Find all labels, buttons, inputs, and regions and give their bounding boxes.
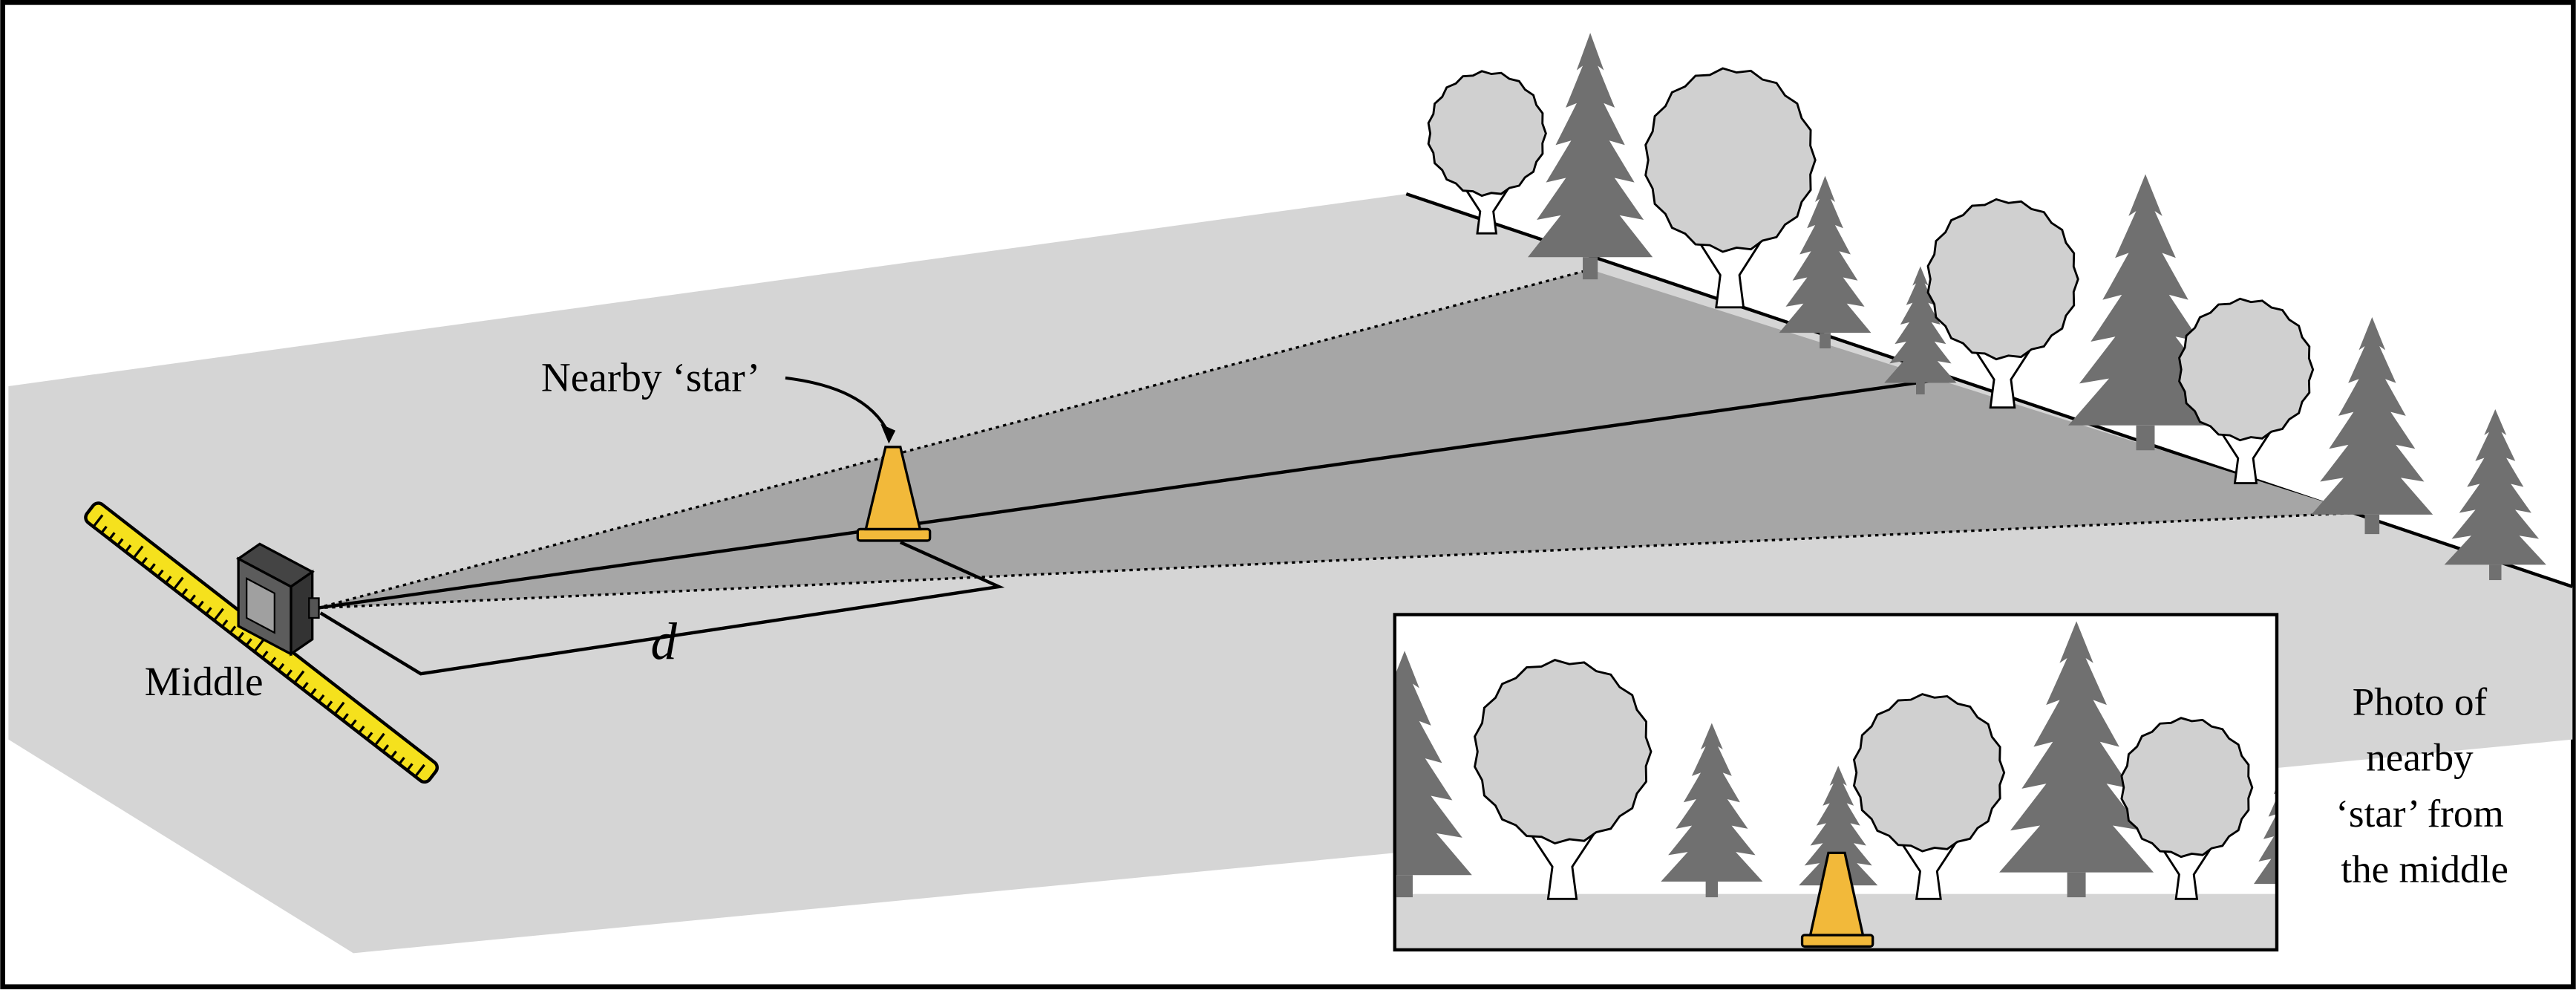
pine-tree-icon xyxy=(1999,621,2154,898)
measuring-tape-icon xyxy=(84,501,439,784)
deciduous-tree-icon xyxy=(2120,717,2254,900)
ruler-tick xyxy=(341,713,349,721)
ruler-tick xyxy=(293,670,305,684)
photo-caption-line: nearby xyxy=(2366,737,2474,780)
ruler-tick xyxy=(108,532,116,541)
ruler-tick xyxy=(148,563,156,572)
pine-tree-icon xyxy=(1779,175,1871,349)
ruler-tick xyxy=(333,701,345,715)
view-wedge xyxy=(317,269,2359,608)
pine-tree-icon xyxy=(1528,33,1653,280)
deciduous-tree-icon xyxy=(1644,67,1817,309)
ruler-tick xyxy=(406,763,413,772)
distance-label: d xyxy=(650,613,677,671)
ruler-tick xyxy=(310,688,317,697)
ruler-tick xyxy=(414,764,425,778)
ruler-tick xyxy=(205,607,212,615)
pine-tree-icon xyxy=(2254,785,2277,885)
ruler-tick xyxy=(285,669,293,678)
deciduous-tree-icon xyxy=(2178,297,2315,484)
pine-tree-icon xyxy=(1884,266,1957,395)
photo-caption-line: ‘star’ from xyxy=(2335,792,2504,836)
ruler-tick xyxy=(197,600,204,609)
ruler-tick xyxy=(269,657,277,665)
ruler-tick xyxy=(180,587,189,596)
ruler-tick xyxy=(261,651,269,659)
ruler-tick xyxy=(382,744,390,752)
ruler-tick xyxy=(92,514,104,528)
ruler-tick xyxy=(318,694,325,703)
ruler-tick xyxy=(398,756,405,765)
ruler-tick xyxy=(373,732,385,746)
ruler-tick xyxy=(132,545,144,559)
view-edge-upper xyxy=(316,268,1591,610)
ruler-tick xyxy=(124,544,132,553)
sight-line xyxy=(317,376,1952,610)
inset-photo xyxy=(1393,613,2279,952)
ruler-tick xyxy=(253,639,265,653)
ruler-tick xyxy=(350,719,357,728)
ruler-tick xyxy=(358,725,365,734)
deciduous-tree-icon xyxy=(1926,198,2079,409)
ruler-tick xyxy=(165,576,172,584)
ruler-tick xyxy=(390,750,397,759)
ruler-tick xyxy=(229,625,237,634)
camera-icon xyxy=(235,542,320,657)
traffic-cone-icon xyxy=(1800,851,1874,948)
view-edge-lower xyxy=(317,511,2359,610)
ruler-tick xyxy=(301,682,309,690)
pine-tree-icon xyxy=(1394,651,1472,898)
ruler-tick xyxy=(189,594,196,603)
star-pointer-arrow xyxy=(785,376,891,434)
ruler-tick xyxy=(157,569,164,578)
inset-border xyxy=(1393,613,2279,952)
deciduous-tree-icon xyxy=(1474,659,1653,900)
background-trees xyxy=(1427,33,2546,581)
ruler-tick xyxy=(366,732,373,740)
pine-tree-icon xyxy=(1661,723,1763,898)
ruler-tick xyxy=(245,638,252,646)
distance-bracket xyxy=(319,541,1005,676)
ruler-tick xyxy=(220,619,229,628)
pine-tree-icon xyxy=(2311,317,2433,535)
ruler-tick xyxy=(237,631,245,640)
star-label: Nearby ‘star’ xyxy=(541,355,760,400)
pine-tree-icon xyxy=(2444,408,2546,581)
photo-caption-line: Photo of xyxy=(2353,680,2488,723)
ruler-tick xyxy=(100,525,108,534)
ruler-tick xyxy=(172,576,184,590)
traffic-cone-icon xyxy=(856,446,932,542)
ruler-tick xyxy=(325,700,333,709)
photo-caption-line: the middle xyxy=(2341,848,2508,891)
deciduous-tree-icon xyxy=(1427,70,1547,235)
deciduous-tree-icon xyxy=(1852,693,2006,900)
middle-label: Middle xyxy=(145,659,264,704)
ruler-tick xyxy=(213,608,224,622)
ruler-tick xyxy=(140,556,148,565)
arrowhead xyxy=(880,423,896,444)
ruler-tick xyxy=(277,662,285,671)
photo-caption: Photo of nearby ‘star’ from the middle xyxy=(2335,680,2514,891)
ruler-tick xyxy=(117,538,124,547)
